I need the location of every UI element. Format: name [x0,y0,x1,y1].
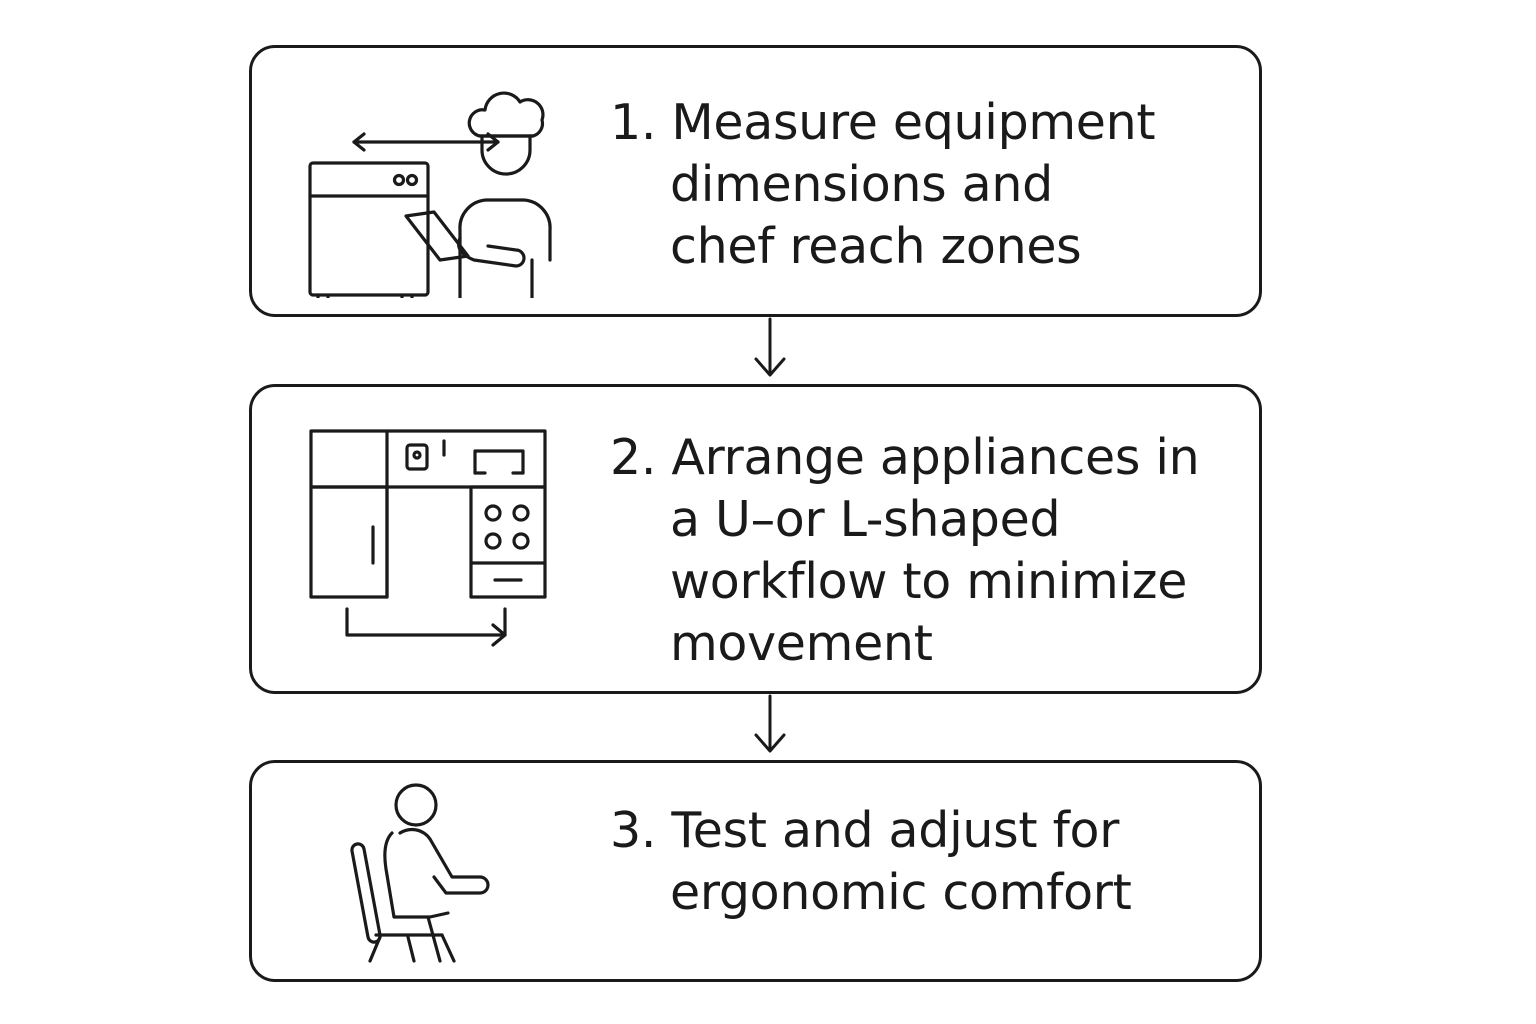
seated-person-icon [350,783,490,963]
step-2-text: 2. Arrange appliances in a U–or L-shaped… [610,427,1200,675]
step-3-line-1: 3. Test and adjust for [610,802,1120,859]
step-2-line-1: 2. Arrange appliances in [610,429,1200,486]
step-3-box: 3. Test and adjust for ergonomic comfort [249,760,1262,982]
kitchen-layout-icon [309,429,547,647]
arrow-down-icon [754,694,786,753]
step-1-text: 1. Measure equipment dimensions and chef… [610,92,1156,278]
step-2-box: 2. Arrange appliances in a U–or L-shaped… [249,384,1262,694]
step-2-line-4: movement [670,615,933,672]
step-1-line-2: dimensions and [670,156,1053,213]
step-3-line-2: ergonomic comfort [670,864,1132,921]
arrow-down-icon [754,317,786,377]
chef-measuring-equipment-icon [308,91,552,298]
step-1-line-1: 1. Measure equipment [610,94,1156,151]
step-1-line-3: chef reach zones [670,218,1082,275]
step-1-box: 1. Measure equipment dimensions and chef… [249,45,1262,317]
step-2-line-2: a U–or L-shaped [670,491,1061,548]
step-2-line-3: workflow to minimize [670,553,1188,610]
step-3-text: 3. Test and adjust for ergonomic comfort [610,800,1132,924]
